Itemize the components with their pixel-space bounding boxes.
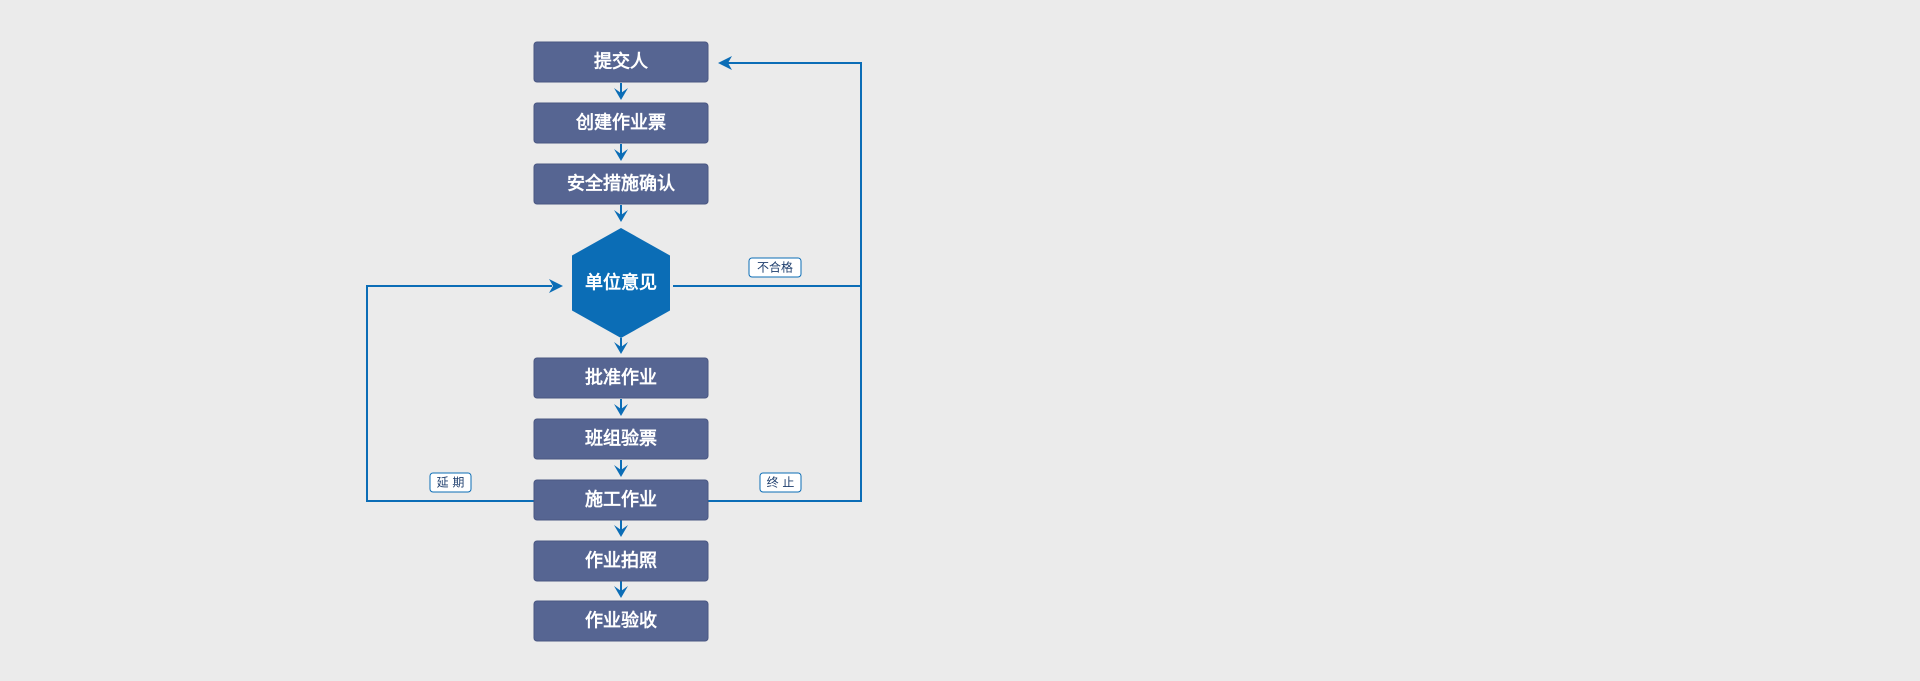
main-flow-arrows xyxy=(614,83,628,598)
step-safety-confirm: 安全措施确认 xyxy=(533,163,709,205)
step-label: 创建作业票 xyxy=(575,112,666,134)
step-label: 作业拍照 xyxy=(585,550,657,572)
arrow-photo-to-acceptance xyxy=(614,581,628,598)
arrow-head-icon xyxy=(614,210,628,222)
tag-label: 终 止 xyxy=(767,475,795,490)
tag-terminate: 终 止 xyxy=(759,472,802,493)
arrow-head-icon xyxy=(614,525,628,537)
step-label: 施工作业 xyxy=(585,489,657,511)
step-label: 班组验票 xyxy=(585,428,657,450)
arrow-head-icon xyxy=(614,465,628,477)
arrow-submitter-to-create xyxy=(614,83,628,100)
arrow-head-icon xyxy=(614,404,628,416)
arrow-approve-to-team xyxy=(614,399,628,416)
step-team-check: 班组验票 xyxy=(533,418,709,460)
step-submitter: 提交人 xyxy=(533,41,709,83)
step-label: 批准作业 xyxy=(585,367,657,389)
step-label: 提交人 xyxy=(594,51,649,73)
arrow-head-icon xyxy=(614,342,628,354)
step-create-ticket: 创建作业票 xyxy=(533,102,709,144)
loop-line-delay xyxy=(366,285,552,502)
tag-label: 不合格 xyxy=(757,260,793,275)
arrow-safety-to-decision xyxy=(614,205,628,222)
tag-label: 延 期 xyxy=(437,476,465,490)
decision-unit-opinion: 单位意见 xyxy=(572,228,670,338)
step-acceptance: 作业验收 xyxy=(533,600,709,642)
arrow-head-icon xyxy=(614,586,628,598)
arrow-head-icon xyxy=(614,149,628,161)
step-label: 作业验收 xyxy=(585,610,657,632)
feedback-loop-right xyxy=(673,56,862,502)
arrow-head-icon xyxy=(614,88,628,100)
tag-delay: 延 期 xyxy=(429,472,472,493)
feedback-loop-left xyxy=(366,279,563,502)
tag-unqualified: 不合格 xyxy=(748,257,802,278)
step-construction: 施工作业 xyxy=(533,479,709,521)
step-photo: 作业拍照 xyxy=(533,540,709,582)
decision-hexagon xyxy=(572,228,670,338)
arrow-head-icon xyxy=(718,56,732,70)
arrow-construction-to-photo xyxy=(614,520,628,537)
decision-label: 单位意见 xyxy=(585,272,657,294)
step-label: 安全措施确认 xyxy=(567,173,676,195)
loop-line-terminate xyxy=(708,286,862,502)
arrow-decision-to-approve xyxy=(614,338,628,354)
arrow-team-to-construction xyxy=(614,460,628,477)
loop-line-unqualified xyxy=(673,62,862,287)
arrow-create-to-safety xyxy=(614,144,628,161)
arrow-head-icon xyxy=(549,279,563,293)
step-approve: 批准作业 xyxy=(533,357,709,399)
